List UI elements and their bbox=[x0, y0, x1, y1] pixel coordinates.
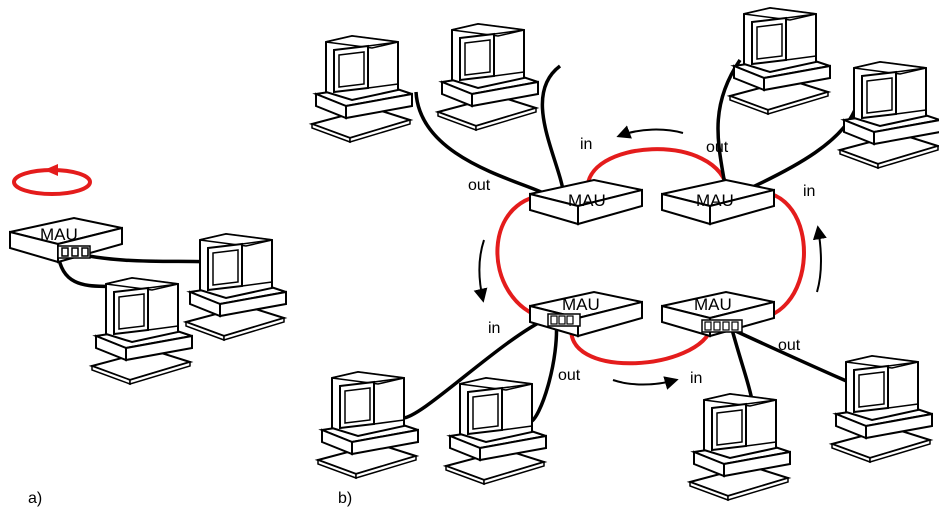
port-label-in: in bbox=[690, 370, 702, 387]
mau-box: MAU bbox=[529, 179, 643, 225]
computer bbox=[689, 393, 791, 501]
ring-indicator bbox=[12, 168, 92, 196]
computer bbox=[317, 371, 419, 479]
mau-label: MAU bbox=[568, 191, 606, 210]
mau-box: MAU bbox=[661, 179, 775, 225]
port-label-in: in bbox=[803, 183, 815, 200]
arrow-icon bbox=[812, 225, 827, 293]
computer bbox=[445, 377, 547, 485]
mau-label: MAU bbox=[694, 295, 732, 314]
port-label-out: out bbox=[558, 367, 581, 384]
mau-label: MAU bbox=[562, 295, 600, 314]
arrow-icon bbox=[616, 125, 684, 139]
arrow-icon bbox=[612, 376, 679, 390]
ring-arrow-icon bbox=[44, 164, 58, 176]
mau-label: MAU bbox=[696, 191, 734, 210]
computer bbox=[91, 277, 193, 385]
panel-label-a: a) bbox=[28, 490, 42, 507]
computer bbox=[839, 61, 939, 169]
mau-box: MAU bbox=[9, 217, 123, 263]
panel-label-b: b) bbox=[338, 490, 352, 507]
port-label-in: in bbox=[580, 136, 592, 153]
mau-label: MAU bbox=[40, 225, 78, 244]
computer bbox=[311, 35, 413, 143]
panel-a: MAU a) bbox=[9, 164, 287, 507]
computer bbox=[729, 7, 831, 115]
port-label-out: out bbox=[468, 177, 491, 194]
port-label-in: in bbox=[488, 320, 500, 337]
computer bbox=[437, 23, 539, 131]
flow-arrows bbox=[473, 125, 827, 390]
computer bbox=[185, 233, 287, 341]
token-ring-path bbox=[495, 147, 806, 366]
panel-b: MAU MAU MAU MAU bbox=[311, 7, 939, 507]
port-label-out: out bbox=[778, 337, 801, 354]
arrow-icon bbox=[473, 239, 488, 303]
port-label-out: out bbox=[706, 139, 729, 156]
mau-box: MAU bbox=[529, 291, 643, 337]
mau-box: MAU bbox=[661, 291, 775, 337]
computer bbox=[831, 355, 933, 463]
